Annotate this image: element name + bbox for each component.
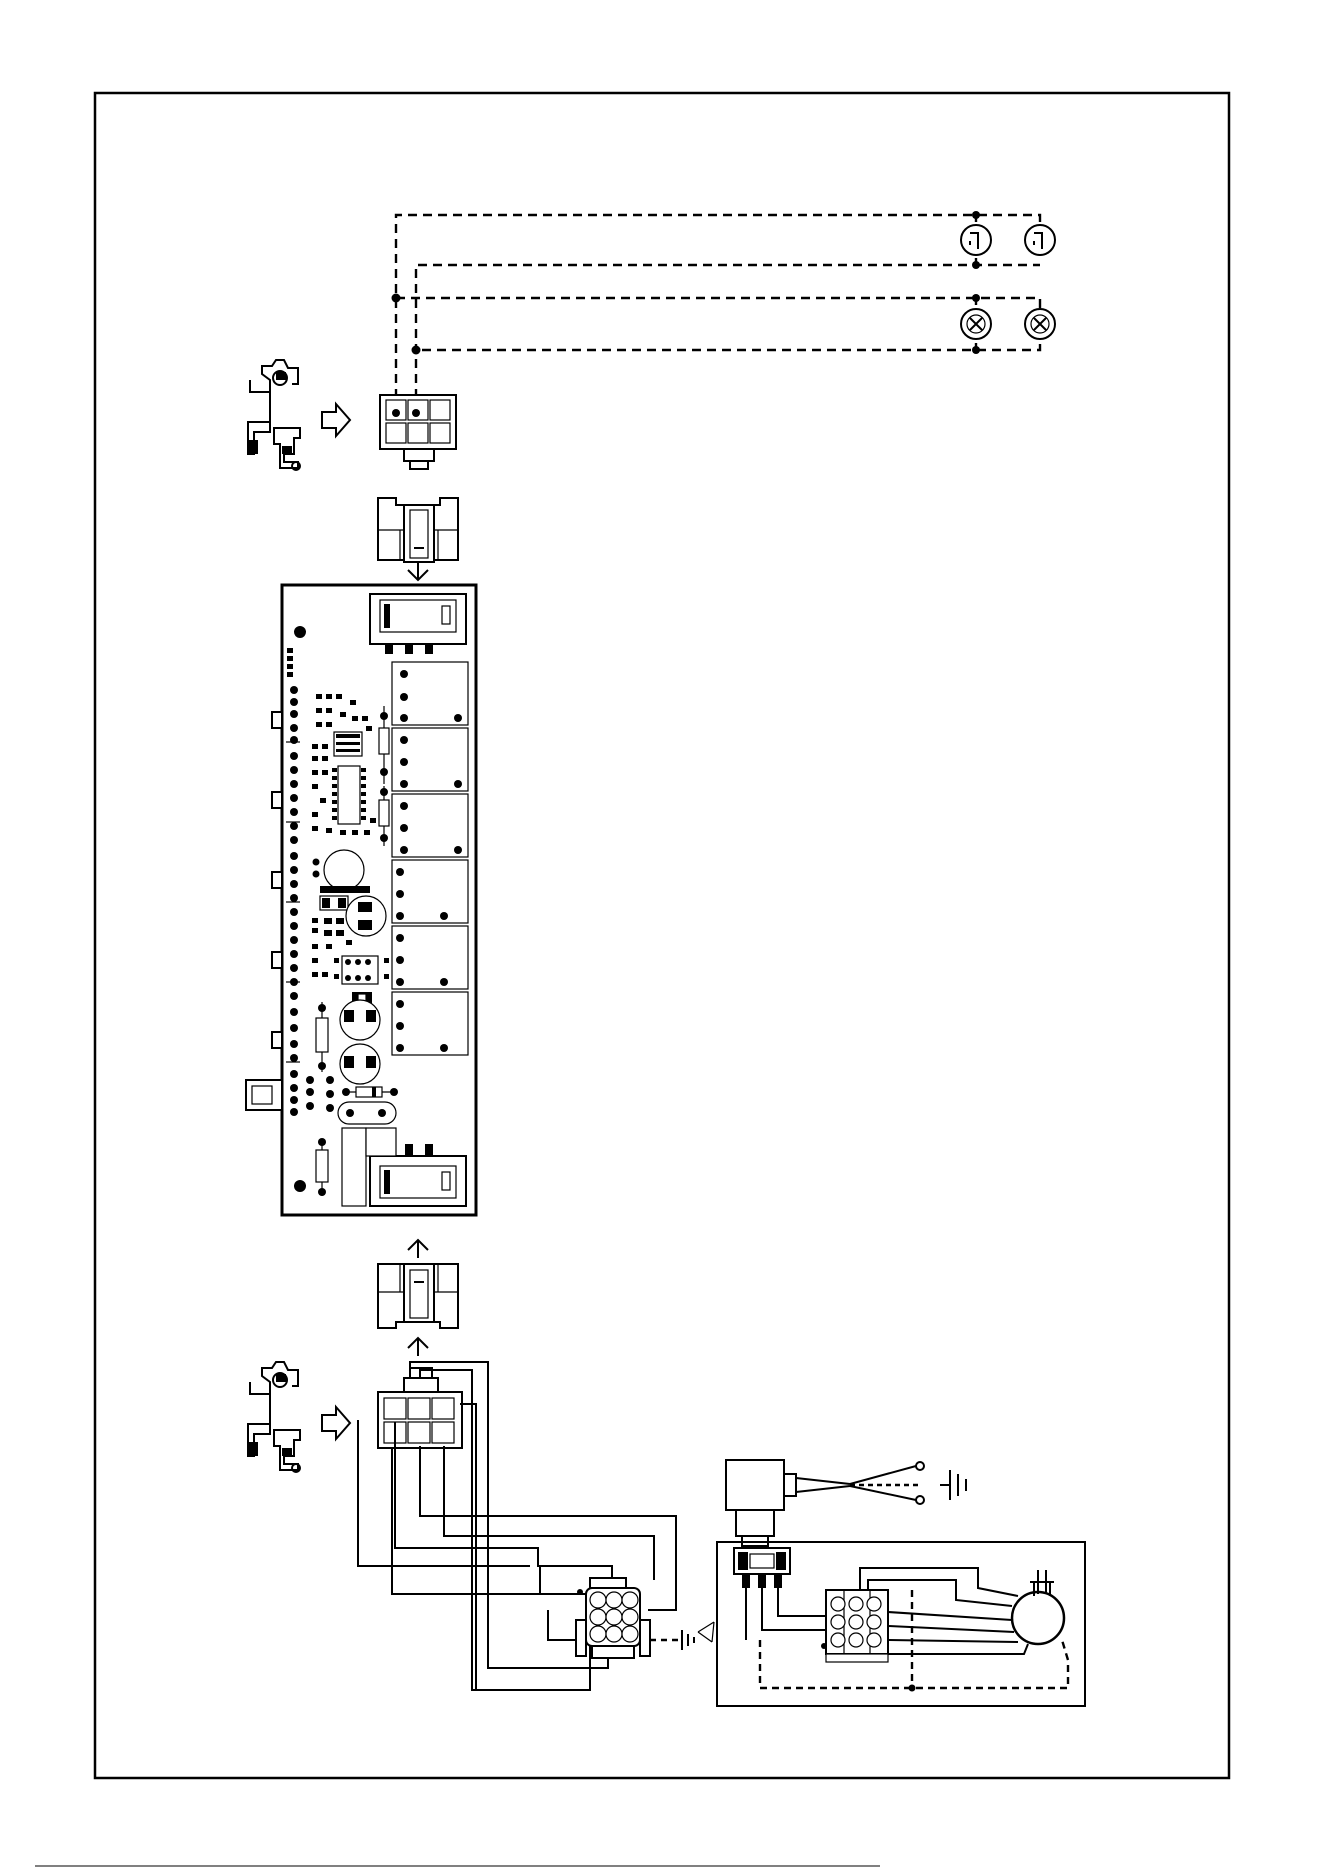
bottom-socket — [378, 1264, 458, 1328]
top-socket — [378, 498, 458, 562]
clip-icon — [248, 360, 300, 470]
arrow-down-icon — [408, 562, 428, 580]
arrow-right-icon — [322, 404, 350, 436]
ground-icon — [650, 1630, 694, 1650]
motor-connector-9-pin — [576, 1578, 650, 1658]
indicator-lamp-1 — [961, 225, 991, 255]
cross-lamp-2 — [1025, 309, 1055, 339]
bottom-plug-6-pin — [378, 1368, 462, 1448]
control-pcb — [246, 585, 476, 1215]
top-dashed-wiring — [392, 211, 1041, 413]
motor-switch — [734, 1548, 790, 1588]
ground-icon — [940, 1470, 966, 1500]
arrow-up-icon — [408, 1240, 428, 1258]
cross-lamp-1 — [961, 309, 991, 339]
cable-gland — [726, 1460, 924, 1546]
motor-block-connector-9-pin — [821, 1590, 888, 1662]
page-frame — [95, 93, 1229, 1778]
top-plug-6-pin — [380, 395, 456, 469]
clip-icon — [248, 1362, 300, 1472]
fan-motor — [1012, 1592, 1064, 1644]
arrow-up-icon — [408, 1338, 428, 1356]
arrow-right-icon — [698, 1622, 714, 1642]
arrow-right-icon — [322, 1407, 350, 1439]
indicator-lamp-2 — [1025, 225, 1055, 255]
